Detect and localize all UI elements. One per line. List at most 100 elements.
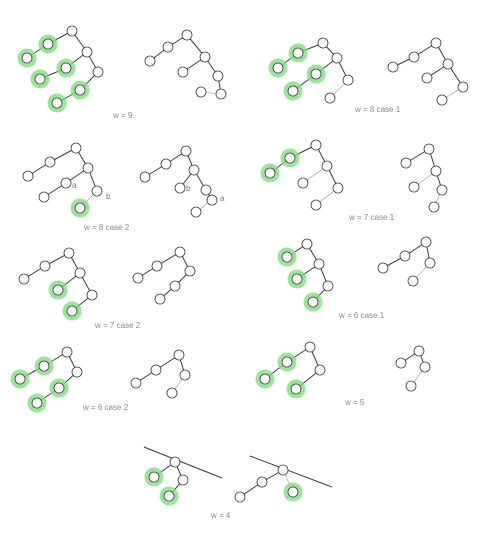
tree-node: [281, 251, 293, 263]
tree-node: [86, 289, 98, 301]
tree-node: [400, 157, 412, 169]
tree-node: [377, 262, 389, 274]
tree-node: [436, 94, 448, 106]
tree-node: [42, 38, 54, 50]
tree-node: [162, 41, 174, 53]
tree-node: [34, 73, 46, 85]
tree-node: [407, 275, 419, 287]
tree-node: [132, 272, 144, 284]
tree-node: [169, 280, 181, 292]
tree-node: [74, 267, 86, 279]
tree-node: [66, 305, 78, 317]
tree-node: [342, 74, 354, 86]
nodes-layer: [14, 25, 469, 503]
tree-node: [81, 46, 93, 58]
tree-node: [150, 364, 162, 376]
tree-node: [179, 369, 191, 381]
tree-node: [188, 164, 200, 176]
tree-node: [287, 85, 299, 97]
tree-node: [264, 167, 276, 179]
tree-node: [173, 349, 185, 361]
tree-node: [180, 145, 192, 157]
caption-w5: w = 5: [344, 398, 365, 407]
tree-node: [70, 142, 82, 154]
tree-node: [436, 184, 448, 196]
tree-node: [21, 52, 33, 64]
tree-node: [332, 182, 344, 194]
tree-node: [310, 199, 322, 211]
tree-node: [314, 364, 326, 376]
tree-node: [395, 357, 407, 369]
tree-node: [420, 236, 432, 248]
tree-node: [256, 476, 268, 488]
tree-node: [408, 181, 420, 193]
tree-node: [324, 92, 336, 104]
tree-node: [130, 377, 142, 389]
tree-node: [321, 160, 333, 172]
tree-node: [408, 51, 420, 63]
tree-node: [317, 37, 329, 49]
tree-node: [22, 170, 34, 182]
tree-node: [60, 177, 72, 189]
tree-node: [91, 185, 103, 197]
caption-w4: w = 4: [210, 511, 231, 520]
tree-node: [423, 143, 435, 155]
tree-node: [331, 52, 343, 64]
tree-node: [215, 88, 227, 100]
tree-node: [457, 81, 469, 93]
tree-edge: [143, 446, 223, 479]
tree-node: [413, 345, 425, 357]
tree-node: [292, 47, 304, 59]
tree-node: [148, 471, 160, 483]
tree-node: [307, 296, 319, 308]
tree-node: [18, 273, 30, 285]
tree-node: [310, 68, 322, 80]
tree-node: [52, 284, 64, 296]
tree-node: [53, 382, 65, 394]
tree-node: [51, 97, 63, 109]
tree-node: [66, 25, 78, 37]
tree-node: [291, 273, 303, 285]
tree-node: [419, 361, 431, 373]
tree-node: [313, 258, 325, 270]
label-b-left: b: [106, 192, 111, 201]
tree-node: [14, 373, 26, 385]
tree-node: [259, 373, 271, 385]
tree-node: [212, 70, 224, 82]
tree-node: [272, 62, 284, 74]
caption-w7-case1: w = 7 case 1: [348, 213, 395, 222]
tree-node: [301, 238, 313, 250]
tree-node: [322, 280, 334, 292]
tree-node: [297, 177, 309, 189]
tree-node: [60, 62, 72, 74]
tree-node: [430, 37, 442, 49]
tree-node: [190, 206, 202, 218]
label-b-right: b: [186, 184, 191, 193]
tree-node: [430, 165, 442, 177]
tree-node: [181, 29, 193, 41]
tree-node: [160, 158, 172, 170]
tree-edge: [249, 455, 333, 488]
tree-node: [177, 474, 189, 486]
tree-node: [442, 58, 454, 70]
caption-w6-case2: w = 6 case 2: [82, 403, 129, 412]
tree-node: [310, 139, 322, 151]
tree-node: [82, 162, 94, 174]
tree-node: [39, 260, 51, 272]
tree-node: [287, 486, 299, 498]
tree-node: [38, 360, 50, 372]
tree-node: [63, 247, 75, 259]
label-a-left: a: [72, 181, 77, 190]
tree-node: [206, 194, 218, 206]
tree-node: [151, 260, 163, 272]
tree-node: [144, 55, 156, 67]
tree-node: [154, 293, 166, 305]
tree-node: [38, 191, 50, 203]
tree-node: [31, 397, 43, 409]
tree-node: [284, 152, 296, 164]
tree-node: [169, 456, 181, 468]
tree-node: [44, 156, 56, 168]
tree-node: [290, 383, 302, 395]
tree-node: [184, 265, 196, 277]
